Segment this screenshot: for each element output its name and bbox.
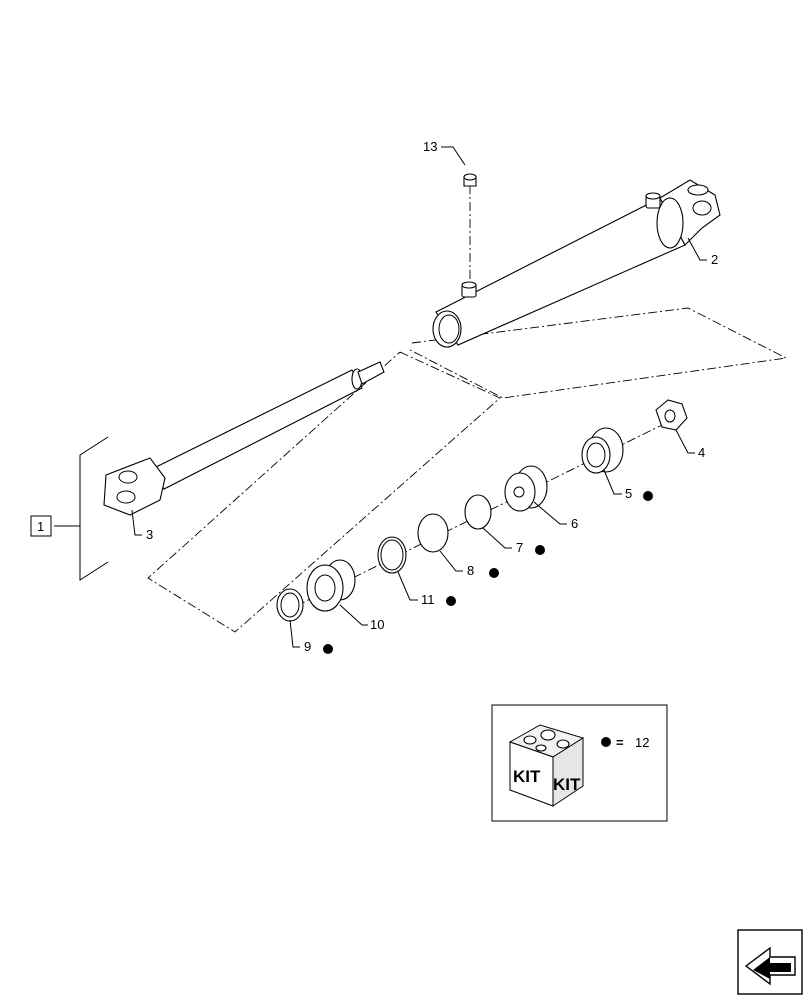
callout-2: 2 — [711, 252, 718, 267]
backup-ring-part — [417, 513, 449, 553]
callout-9: 9 — [304, 639, 311, 654]
callout-13: 13 — [423, 139, 437, 154]
seal-cup-part — [504, 465, 548, 512]
rod-seal-part — [276, 588, 304, 622]
kit-number: 12 — [635, 735, 649, 750]
callout-8: 8 — [467, 563, 474, 578]
grease-fitting-part — [463, 173, 477, 187]
o-ring-part — [464, 494, 492, 530]
piston-rod-part — [103, 361, 385, 516]
nut-part — [655, 399, 688, 431]
kit-label-left: KIT — [513, 767, 541, 786]
callout-5: 5 — [625, 486, 632, 501]
filled-dot-icon — [446, 596, 456, 606]
kit-legend-frame — [491, 704, 668, 822]
kit-label-right: KIT — [553, 775, 581, 794]
filled-dot-icon — [323, 644, 333, 654]
return-arrow-icon — [744, 946, 796, 986]
callout-3: 3 — [146, 527, 153, 542]
callout-11: 10 — [370, 617, 384, 632]
callout-6: 6 — [571, 516, 578, 531]
return-arrow-button[interactable] — [737, 929, 803, 995]
callout-1: 1 — [37, 519, 44, 534]
kit-markers — [323, 491, 653, 654]
filled-dot-icon — [489, 568, 499, 578]
leader-lines — [54, 146, 707, 648]
callout-7: 7 — [516, 540, 523, 555]
callout-10: 11 — [421, 592, 435, 607]
kit-legend: KIT KIT = 12 — [491, 704, 668, 822]
filled-dot-icon — [535, 545, 545, 555]
gland-part — [306, 559, 356, 612]
callout-4: 4 — [698, 445, 705, 460]
wiper-ring-part — [377, 536, 407, 574]
filled-dot-icon — [643, 491, 653, 501]
cylinder-barrel-part — [432, 179, 721, 348]
callout-labels: 13 2 3 4 5 6 7 8 11 10 9 1 — [30, 139, 718, 654]
callout-1-box — [30, 515, 52, 537]
piston-part — [581, 427, 624, 474]
filled-dot-icon — [601, 737, 611, 747]
legend-equals: = — [616, 735, 624, 750]
